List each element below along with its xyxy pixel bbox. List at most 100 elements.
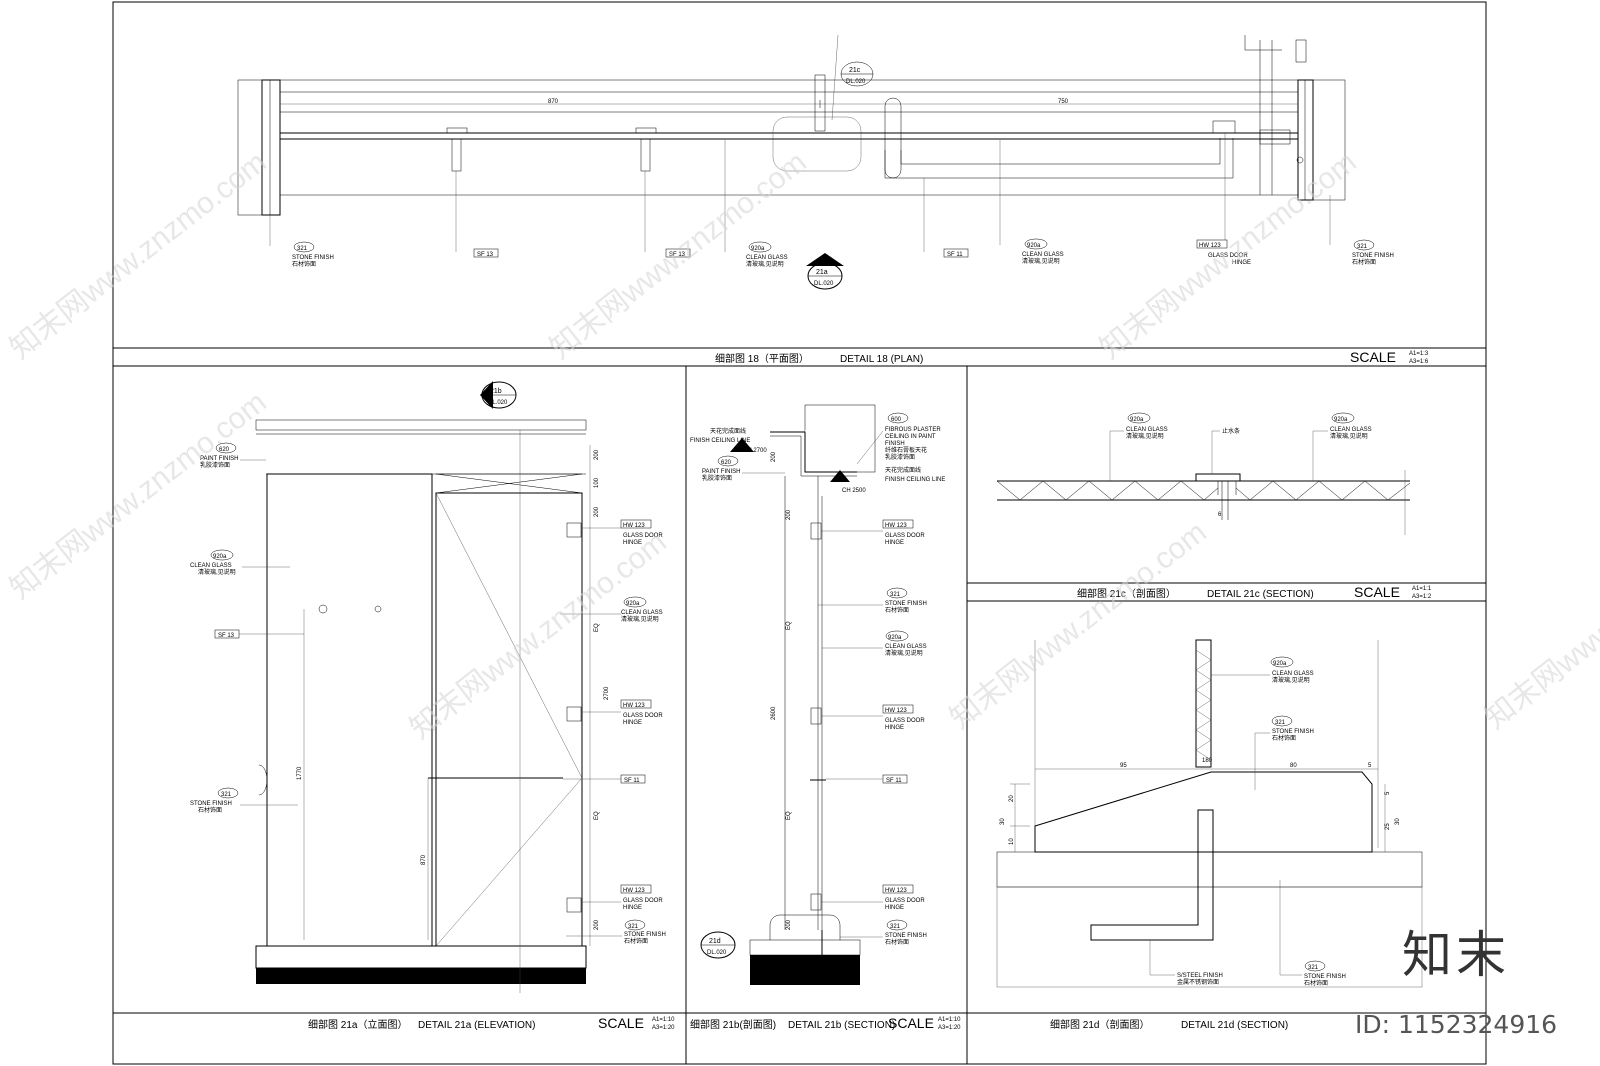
svg-text:5: 5 bbox=[1368, 763, 1372, 769]
callout-ceiling-line-left: 天花完成面线 FINISH CEILING LINE CH 2700 bbox=[690, 427, 767, 454]
svg-text:750: 750 bbox=[1058, 99, 1069, 105]
svg-text:180: 180 bbox=[1202, 758, 1213, 764]
svg-text:细部图 21d（剖面图）: 细部图 21d（剖面图） bbox=[1050, 1018, 1149, 1031]
svg-text:乳胶漆饰面: 乳胶漆饰面 bbox=[200, 461, 230, 469]
svg-text:SF 13: SF 13 bbox=[669, 252, 686, 258]
callout-stone-finish-elev: 321 STONE FINISH 石材饰面 bbox=[190, 787, 298, 814]
svg-text:GLASS DOOR: GLASS DOOR bbox=[623, 713, 663, 719]
callout-water-stop: 止水条 bbox=[1211, 427, 1240, 474]
marker-21d: 21d DL.020 bbox=[700, 931, 736, 959]
callout-sf13-b: SF 13 bbox=[665, 248, 691, 258]
svg-text:GLASS DOOR: GLASS DOOR bbox=[885, 898, 925, 904]
svg-text:20: 20 bbox=[1009, 795, 1015, 802]
svg-text:STONE FINISH: STONE FINISH bbox=[1352, 253, 1394, 259]
callout-glass-door-hinge: HW 123 GLASS DOOR HINGE bbox=[1196, 239, 1251, 266]
callout-fibrous-plaster: 600 FIBROUS PLASTER CEILING IN PAINT FIN… bbox=[856, 412, 941, 465]
callout-stone-finish-21d-2: 321 STONE FINISH 石材饰面 bbox=[1279, 880, 1346, 987]
svg-text:STONE FINISH: STONE FINISH bbox=[885, 601, 927, 607]
svg-text:A1=1:1: A1=1:1 bbox=[1412, 586, 1432, 592]
svg-text:25: 25 bbox=[1385, 823, 1391, 830]
plan-dimensions: 870 750 bbox=[548, 99, 1069, 105]
svg-text:PAINT FINISH: PAINT FINISH bbox=[200, 456, 238, 462]
svg-text:30: 30 bbox=[1000, 818, 1006, 825]
svg-text:CLEAN GLASS: CLEAN GLASS bbox=[1330, 427, 1372, 433]
plan-callouts: 321 STONE FINISH 石材饰面 SF 13 SF 13 920a C… bbox=[292, 238, 1394, 268]
section-21d-callouts: 920a CLEAN GLASS 清玻璃,见说明 321 STONE FINIS… bbox=[1149, 656, 1346, 987]
svg-text:石材饰面: 石材饰面 bbox=[1352, 258, 1376, 266]
svg-text:石材饰面: 石材饰面 bbox=[885, 938, 909, 946]
callout-clean-glass-a: 920a CLEAN GLASS 清玻璃,见说明 bbox=[746, 241, 788, 268]
svg-text:STONE FINISH: STONE FINISH bbox=[190, 801, 232, 807]
svg-text:EQ: EQ bbox=[786, 811, 792, 820]
svg-text:S/STEEL FINISH: S/STEEL FINISH bbox=[1177, 973, 1223, 979]
detail-21b-section bbox=[730, 404, 876, 985]
svg-text:321: 321 bbox=[221, 792, 232, 798]
svg-text:100: 100 bbox=[594, 477, 600, 488]
svg-text:SF 11: SF 11 bbox=[947, 252, 963, 258]
svg-text:纤维石膏板天花: 纤维石膏板天花 bbox=[885, 446, 927, 454]
svg-text:200: 200 bbox=[594, 506, 600, 517]
svg-text:石材饰面: 石材饰面 bbox=[1304, 979, 1328, 987]
detail-21a-elevation bbox=[255, 419, 591, 993]
svg-text:21c: 21c bbox=[849, 67, 861, 74]
callout-hinge-2: HW 123 GLASS DOOR HINGE bbox=[582, 699, 663, 726]
svg-text:细部图 18（平面图）: 细部图 18（平面图） bbox=[715, 352, 809, 365]
callout-sf13-elev: SF 13 bbox=[214, 629, 304, 639]
svg-text:870: 870 bbox=[548, 99, 559, 105]
svg-text:乳胶漆饰面: 乳胶漆饰面 bbox=[702, 474, 732, 482]
svg-text:321: 321 bbox=[890, 592, 901, 598]
callout-hinge-1: HW 123 GLASS DOOR HINGE bbox=[582, 519, 663, 546]
svg-text:GLASS DOOR: GLASS DOOR bbox=[1208, 253, 1248, 259]
svg-text:920a: 920a bbox=[1130, 417, 1144, 423]
svg-text:知末网www.znzmo.com: 知末网www.znzmo.com bbox=[1094, 146, 1363, 366]
callout-clean-glass-21c-right: 920a CLEAN GLASS 清玻璃,见说明 bbox=[1312, 412, 1372, 481]
svg-text:920a: 920a bbox=[626, 601, 640, 607]
svg-text:A3=1:20: A3=1:20 bbox=[938, 1025, 961, 1031]
callout-stone-finish-elev-2: 321 STONE FINISH 石材饰面 bbox=[566, 919, 666, 945]
title-detail-21a: 细部图 21a（立面图） DETAIL 21a (ELEVATION) SCAL… bbox=[308, 1015, 675, 1031]
svg-text:清玻璃,见说明: 清玻璃,见说明 bbox=[1330, 432, 1368, 440]
callout-clean-glass-21c-left: 920a CLEAN GLASS 清玻璃,见说明 bbox=[1109, 412, 1168, 481]
svg-text:21b: 21b bbox=[490, 388, 502, 395]
svg-text:A1=1:3: A1=1:3 bbox=[1409, 351, 1429, 357]
svg-text:SF 13: SF 13 bbox=[218, 633, 235, 639]
svg-text:GLASS DOOR: GLASS DOOR bbox=[623, 898, 663, 904]
svg-text:CLEAN GLASS: CLEAN GLASS bbox=[885, 644, 927, 650]
svg-text:HW 123: HW 123 bbox=[623, 888, 645, 894]
title-detail-21b: 细部图 21b(剖面图) DETAIL 21b (SECTION) SCALE … bbox=[690, 1015, 961, 1031]
detail-18-plan bbox=[237, 34, 1346, 252]
svg-text:920a: 920a bbox=[751, 246, 765, 252]
svg-text:GLASS DOOR: GLASS DOOR bbox=[623, 533, 663, 539]
svg-text:FINISH CEILING LINE: FINISH CEILING LINE bbox=[885, 477, 945, 483]
svg-text:DL.020: DL.020 bbox=[814, 281, 834, 287]
section-21b-callouts: 天花完成面线 FINISH CEILING LINE CH 2700 620 P… bbox=[690, 412, 945, 946]
svg-text:21d: 21d bbox=[709, 938, 721, 945]
svg-text:200: 200 bbox=[771, 451, 777, 462]
callout-stone-finish-left: 321 STONE FINISH 石材饰面 bbox=[292, 241, 334, 268]
callout-steel-finish: S/STEEL FINISH 金属不锈钢饰面 bbox=[1149, 940, 1223, 986]
svg-text:HW 123: HW 123 bbox=[885, 708, 907, 714]
brand-logo: 知末 bbox=[1402, 926, 1510, 984]
svg-text:止水条: 止水条 bbox=[1222, 427, 1240, 435]
svg-text:石材饰面: 石材饰面 bbox=[624, 937, 648, 945]
svg-text:10: 10 bbox=[1009, 838, 1015, 845]
svg-text:DETAIL 21c (SECTION): DETAIL 21c (SECTION) bbox=[1207, 589, 1314, 600]
svg-text:清玻璃,见说明: 清玻璃,见说明 bbox=[198, 568, 236, 576]
callout-clean-glass-b: 920a CLEAN GLASS 清玻璃,见说明 bbox=[1022, 238, 1064, 265]
svg-text:STONE FINISH: STONE FINISH bbox=[1304, 974, 1346, 980]
svg-text:80: 80 bbox=[1290, 763, 1297, 769]
svg-text:321: 321 bbox=[890, 924, 901, 930]
title-detail-21d: 细部图 21d（剖面图） DETAIL 21d (SECTION) bbox=[1050, 1018, 1288, 1031]
svg-text:EQ: EQ bbox=[786, 621, 792, 630]
svg-text:CLEAN GLASS: CLEAN GLASS bbox=[190, 563, 232, 569]
svg-text:920a: 920a bbox=[1334, 417, 1348, 423]
svg-text:清玻璃,见说明: 清玻璃,见说明 bbox=[1022, 257, 1060, 265]
svg-text:321: 321 bbox=[1275, 720, 1286, 726]
svg-text:清玻璃,见说明: 清玻璃,见说明 bbox=[746, 260, 784, 268]
callout-stone-finish-21b-2: 321 STONE FINISH 石材饰面 bbox=[840, 919, 927, 946]
section-21c-callouts: 920a CLEAN GLASS 清玻璃,见说明 止水条 920a CLEAN … bbox=[1109, 412, 1372, 481]
title-detail-18: 细部图 18（平面图） DETAIL 18 (PLAN) SCALE A1=1:… bbox=[715, 349, 1429, 365]
svg-text:天花完成面线: 天花完成面线 bbox=[710, 427, 746, 435]
svg-text:21a: 21a bbox=[816, 269, 828, 276]
svg-text:STONE FINISH: STONE FINISH bbox=[1272, 729, 1314, 735]
